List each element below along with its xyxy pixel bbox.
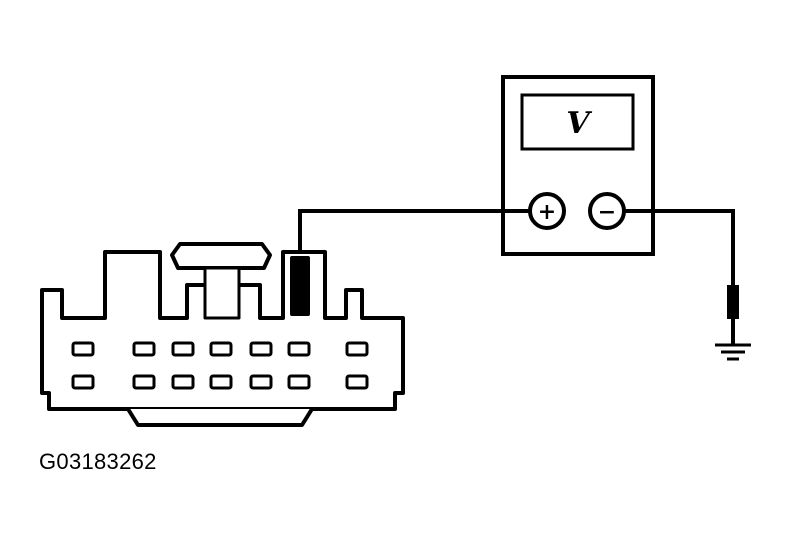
pin-cavity <box>71 374 95 390</box>
negative-lead <box>624 209 735 285</box>
pin-cavity <box>132 374 156 390</box>
figure-id: G03183262 <box>39 449 157 474</box>
pin-cavity <box>209 374 233 390</box>
pin-cavity <box>249 341 273 357</box>
ground-symbol <box>715 343 751 361</box>
ground-probe <box>715 285 751 361</box>
probe-tip <box>290 256 310 316</box>
meter-display <box>520 93 635 151</box>
connector-bottom-rail <box>126 407 314 427</box>
pin-cavity <box>209 341 233 357</box>
positive-terminal-label: + <box>538 199 556 225</box>
ground-probe-body <box>727 285 739 319</box>
connector <box>40 242 405 427</box>
latch-stem <box>203 266 241 320</box>
pin-cavity <box>345 341 369 357</box>
pin-cavity <box>132 341 156 357</box>
positive-lead <box>298 209 530 330</box>
multimeter: V + − <box>501 75 655 256</box>
pin-cavity <box>249 374 273 390</box>
pin-cavity <box>287 374 311 390</box>
pin-cavity <box>71 341 95 357</box>
pin-cavity <box>171 341 195 357</box>
connector-pins <box>71 341 369 390</box>
pin-cavity <box>171 374 195 390</box>
pin-cavity <box>287 341 311 357</box>
connector-outline <box>40 250 405 411</box>
meter-display-label: V <box>566 106 592 141</box>
negative-terminal-label: − <box>598 199 616 225</box>
center-latch <box>170 242 272 270</box>
pin-cavity <box>345 374 369 390</box>
